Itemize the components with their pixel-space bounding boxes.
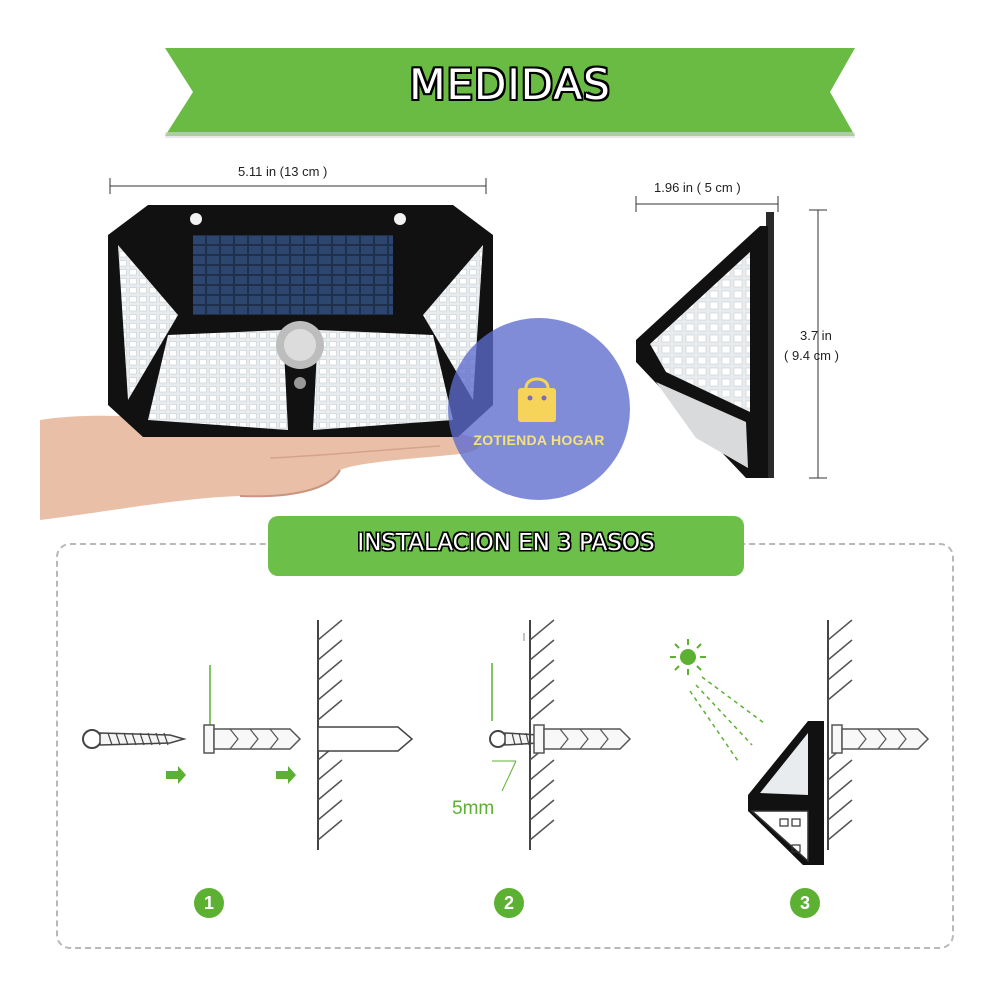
height-dimension-line <box>809 209 827 479</box>
step-2-illustration <box>489 619 632 850</box>
depth-label: 1.96 in ( 5 cm ) <box>654 180 741 195</box>
height-cm-label: ( 9.4 cm ) <box>784 348 839 363</box>
width-dimension-line <box>109 178 487 194</box>
banner-title: MEDIDAS <box>409 60 611 109</box>
hand-image <box>40 415 480 520</box>
step-1-number: 1 <box>194 888 224 918</box>
medidas-banner <box>165 48 855 138</box>
steps-banner <box>268 516 744 576</box>
solar-lamp-front-image <box>108 205 493 437</box>
sun-icon <box>670 639 706 675</box>
depth-dimension-line <box>635 196 779 212</box>
height-inch-label: 3.7 in <box>800 328 832 343</box>
step-3-number: 3 <box>790 888 820 918</box>
watermark-text: ZOTIENDA HOGAR <box>473 432 605 448</box>
drill-size-label: 5mm <box>452 798 495 819</box>
steps-title: INSTALACION EN 3 PASOS <box>357 530 655 556</box>
width-label: 5.11 in (13 cm ) <box>238 164 328 179</box>
shopping-bag-icon <box>518 377 556 422</box>
step-2-number: 2 <box>494 888 524 918</box>
solar-lamp-side-image <box>636 212 774 478</box>
step-1-illustration <box>82 619 414 850</box>
step-3-illustration <box>670 619 930 865</box>
